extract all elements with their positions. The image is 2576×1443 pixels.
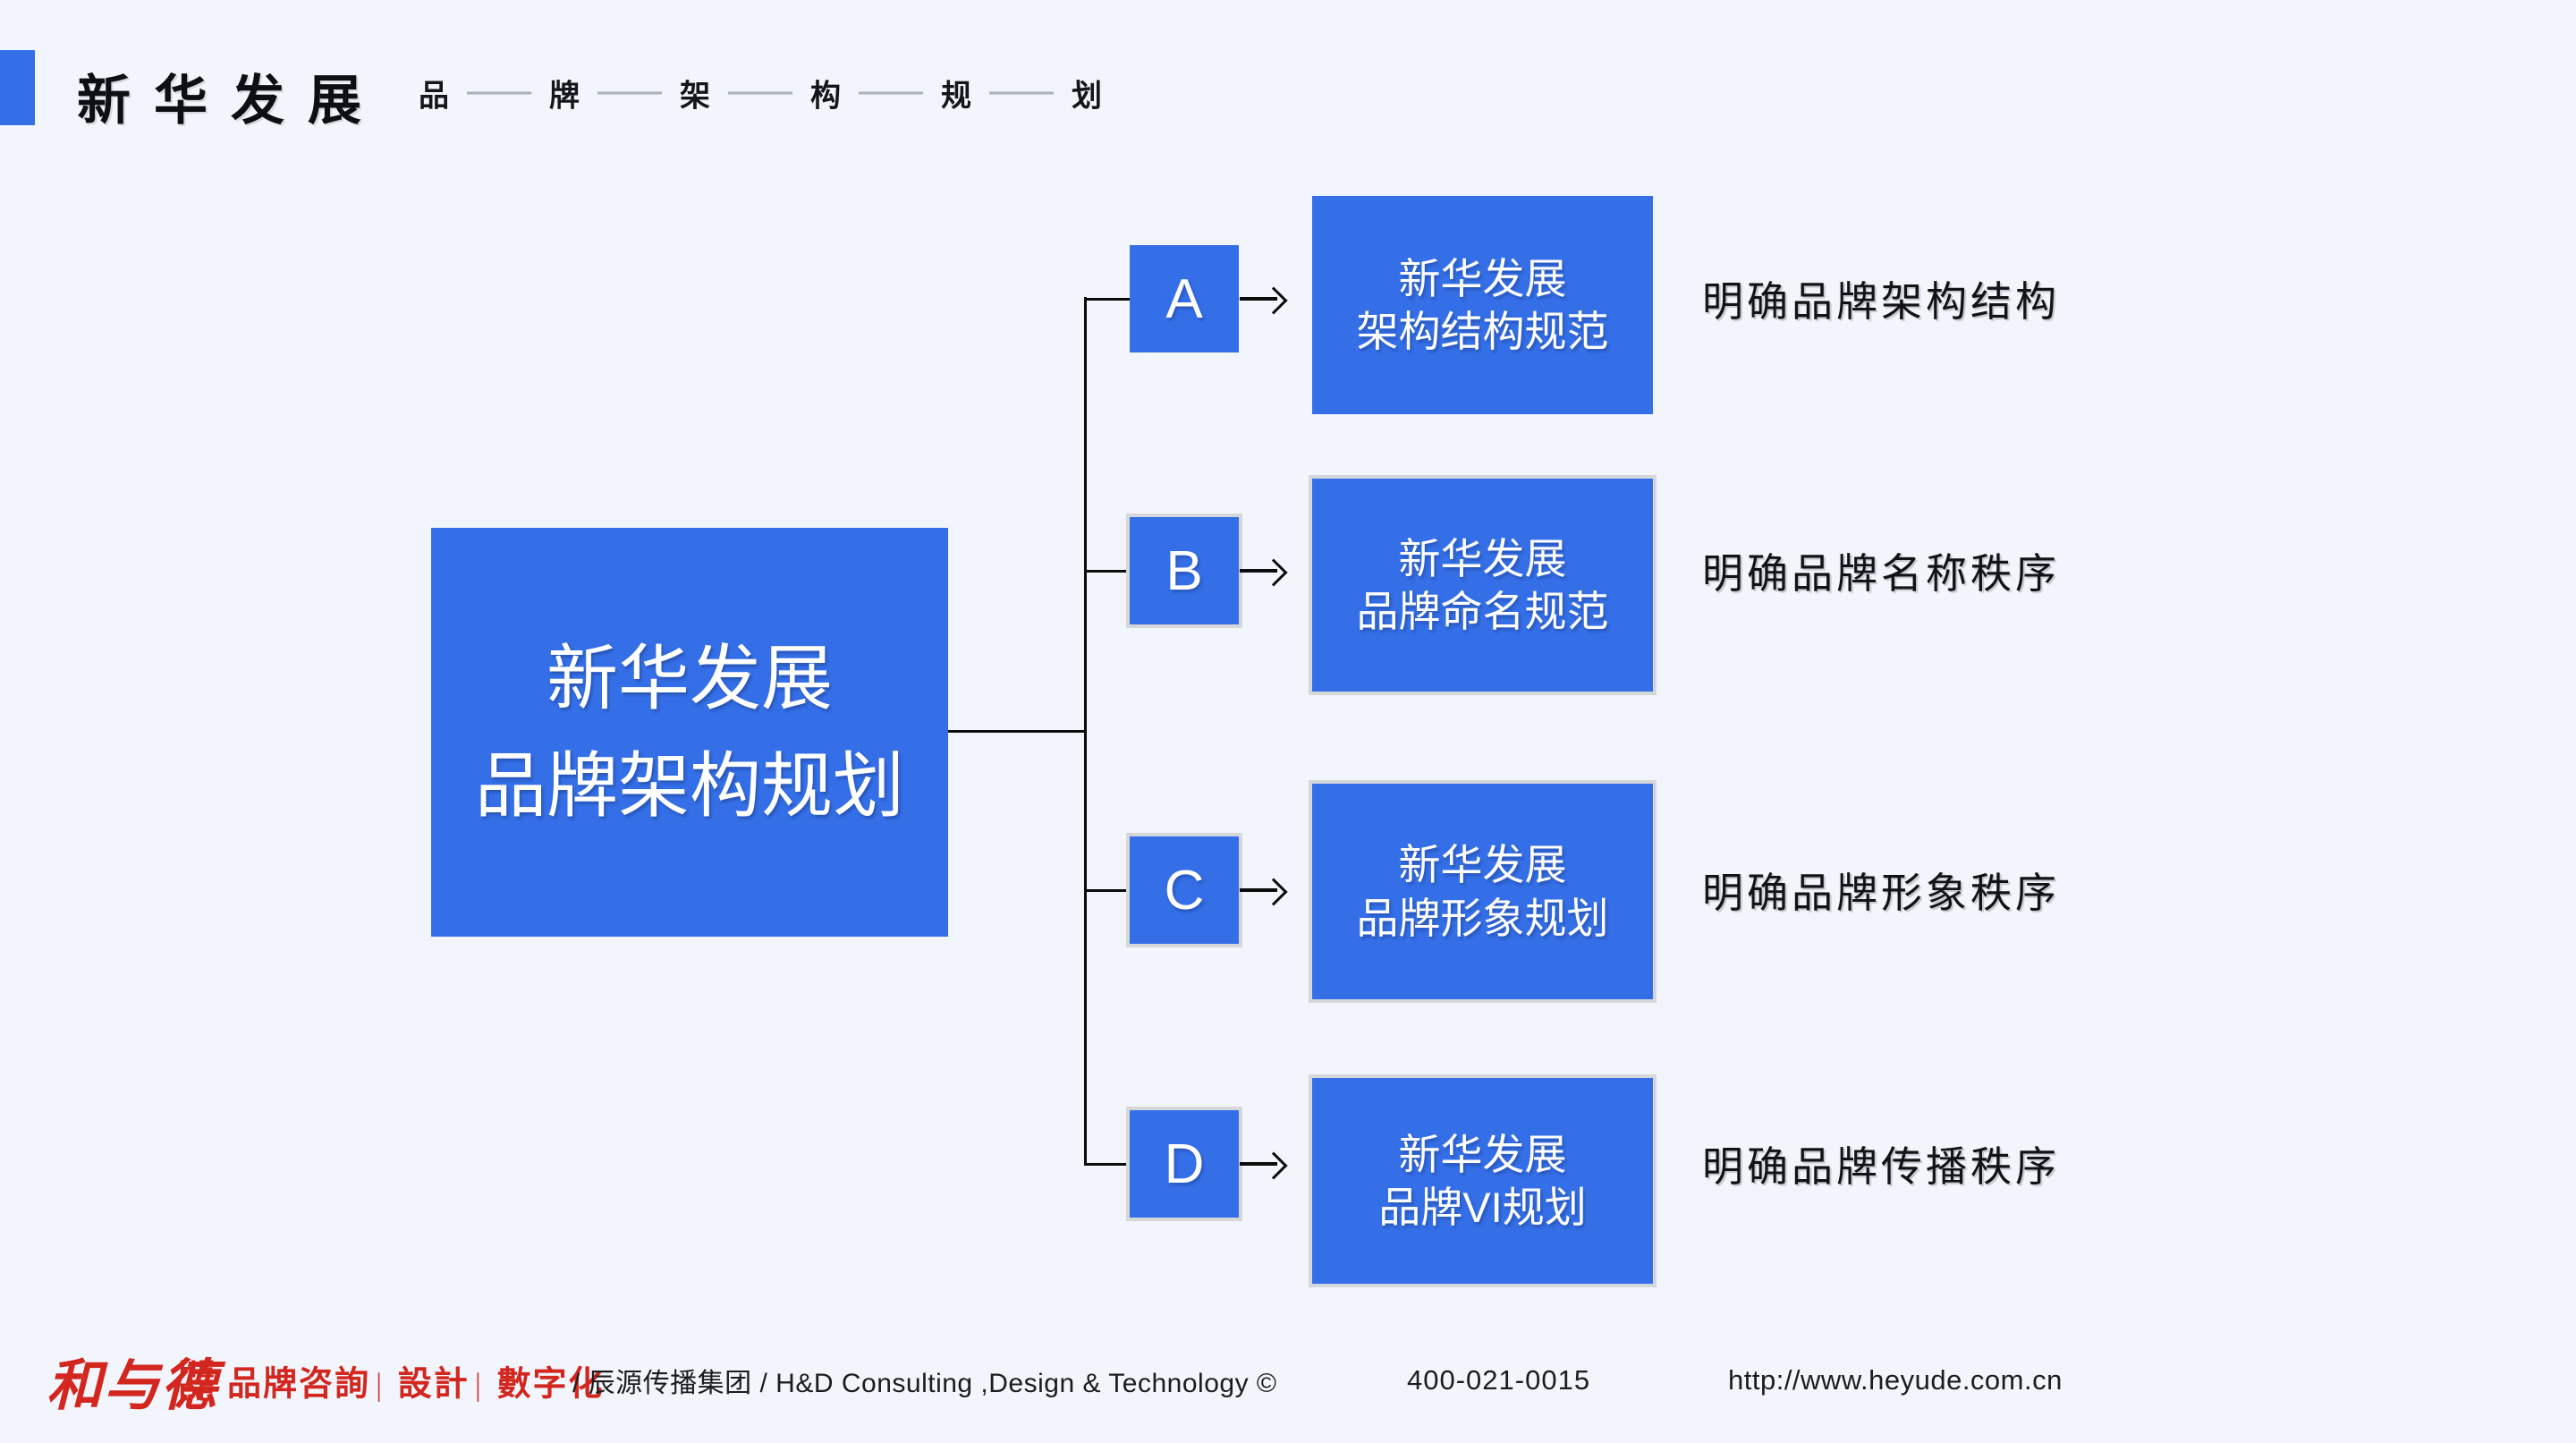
- branch-description-a: 明确品牌架构结构: [1702, 278, 2060, 325]
- root-node-line2: 品牌架构规划: [475, 745, 904, 826]
- branch-node-line2: 品牌VI规划: [1378, 1184, 1587, 1231]
- breadcrumb-divider-line: [597, 91, 662, 95]
- branch-description-d: 明确品牌传播秩序: [1702, 1143, 2060, 1190]
- connector-branch-line: [1084, 569, 1131, 573]
- arrow-head-icon: [1259, 877, 1288, 906]
- tagline-segment: 設計: [397, 1365, 470, 1404]
- breadcrumb-divider-line: [467, 91, 531, 95]
- connector-trunk-line: [1084, 297, 1087, 1165]
- branch-letter: B: [1165, 539, 1203, 602]
- branch-node-line2: 品牌命名规范: [1356, 588, 1609, 635]
- tagline-separator: |: [474, 1366, 483, 1403]
- company-credit-line: / 辰源传播集团 / H&D Consulting ,Design & Tech…: [572, 1369, 1277, 1398]
- breadcrumb-item: 牌: [549, 79, 580, 114]
- tagline-separator: |: [376, 1366, 385, 1403]
- arrow-head-icon: [1259, 1150, 1288, 1180]
- connector-branch-line: [1084, 1162, 1131, 1166]
- branch-node-line1: 新华发展: [1398, 841, 1567, 889]
- connector-root-to-trunk: [948, 730, 1085, 733]
- connector-branch-line: [1084, 888, 1131, 892]
- branch-letter-box-c: C: [1130, 836, 1239, 944]
- branch-node-line2: 品牌形象规划: [1356, 894, 1609, 942]
- branch-letter-box-d: D: [1130, 1110, 1239, 1218]
- brand-logo-monogram: HE DE: [179, 1354, 216, 1405]
- brand-logo-monogram-top: HE: [179, 1354, 216, 1383]
- root-node-box: 新华发展 品牌架构规划: [431, 528, 948, 937]
- arrow-shaft: [1240, 888, 1277, 892]
- breadcrumb-item: 架: [680, 79, 710, 114]
- page-title: 新华发展: [77, 71, 385, 131]
- branch-letter: D: [1164, 1133, 1205, 1195]
- breadcrumb-item: 构: [810, 79, 841, 114]
- breadcrumb-divider-line: [728, 91, 792, 95]
- breadcrumb-item: 划: [1072, 79, 1102, 114]
- arrow-shaft: [1240, 1162, 1277, 1166]
- branch-node-box-c: 新华发展 品牌形象规划: [1312, 784, 1653, 999]
- connector-branch-line: [1084, 297, 1131, 301]
- branch-node-box-d: 新华发展 品牌VI规划: [1312, 1078, 1653, 1284]
- arrow-shaft: [1240, 297, 1277, 301]
- branch-node-line1: 新华发展: [1398, 1130, 1567, 1178]
- tagline-segment: 數字化: [496, 1365, 605, 1404]
- breadcrumb-item: 规: [941, 79, 971, 114]
- branch-node-line1: 新华发展: [1398, 534, 1567, 582]
- arrow-head-icon: [1259, 285, 1288, 315]
- branch-node-box-b: 新华发展 品牌命名规范: [1312, 479, 1653, 692]
- phone-number: 400-021-0015: [1407, 1364, 1591, 1396]
- branch-node-box-a: 新华发展 架构结构规范: [1312, 196, 1653, 414]
- brand-logo-monogram-bottom: DE: [179, 1378, 216, 1405]
- tagline-segment: 品牌咨詢: [227, 1365, 371, 1404]
- arrow-shaft: [1240, 569, 1277, 573]
- branch-description-b: 明确品牌名称秩序: [1702, 550, 2060, 597]
- branch-node-line1: 新华发展: [1398, 254, 1567, 302]
- breadcrumb: 品 牌 架 构 规 划: [419, 72, 1102, 115]
- branch-letter: C: [1164, 859, 1205, 921]
- breadcrumb-item: 品: [419, 79, 449, 114]
- website-url: http://www.heyude.com.cn: [1728, 1364, 2063, 1396]
- branch-letter-box-b: B: [1130, 517, 1239, 624]
- branch-node-line2: 架构结构规范: [1356, 308, 1609, 355]
- branch-description-c: 明确品牌形象秩序: [1702, 870, 2060, 916]
- arrow-head-icon: [1259, 557, 1288, 587]
- header-accent-bar: [0, 50, 35, 125]
- branch-letter: A: [1165, 267, 1203, 330]
- root-node-line1: 新华发展: [547, 638, 833, 718]
- brand-logo-calligraphy: 和与德: [47, 1356, 219, 1417]
- brand-tagline: 品牌咨詢| 設計| 數字化: [227, 1356, 604, 1405]
- breadcrumb-divider-line: [859, 91, 923, 95]
- branch-letter-box-a: A: [1130, 245, 1239, 352]
- breadcrumb-divider-line: [989, 91, 1054, 95]
